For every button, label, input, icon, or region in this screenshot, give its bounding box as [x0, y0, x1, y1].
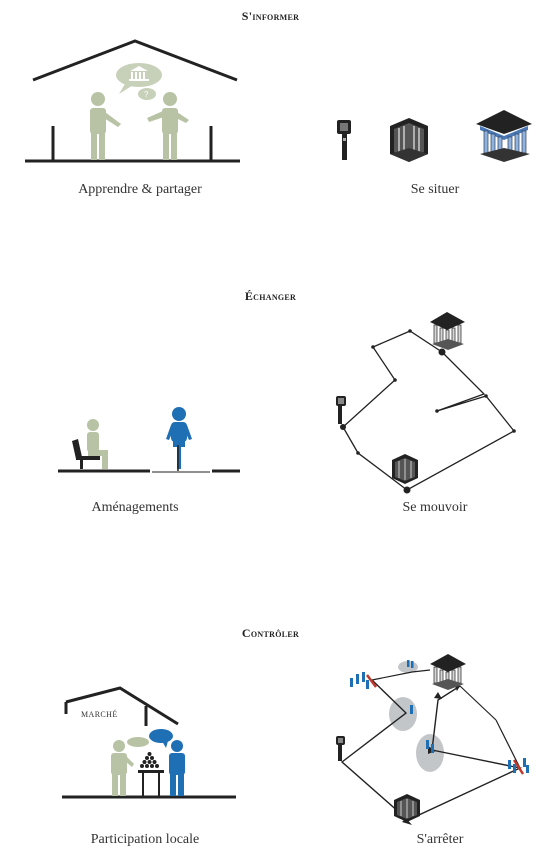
phone-sign-icon [336, 736, 345, 761]
svg-text:?: ? [144, 90, 149, 99]
person-left [90, 92, 121, 160]
seated-person [87, 419, 108, 469]
caption-participation-locale: Participation locale [90, 832, 200, 847]
person-customer [169, 740, 185, 796]
person-vendor [111, 740, 134, 796]
caption-se-situer: Se situer [410, 182, 460, 197]
temple-icon [430, 312, 465, 350]
section-heading-informer: S'informer [241, 9, 300, 23]
temple-icon [476, 110, 532, 162]
produce-stall-icon [138, 752, 164, 796]
section-heading-echanger: Échanger [244, 289, 297, 303]
phone-sign-icon [336, 396, 346, 424]
caption-se-mouvoir: Se mouvoir [402, 500, 468, 515]
market-illustration [62, 686, 236, 799]
bicycle-icon [166, 407, 192, 469]
museum-icon [129, 66, 149, 81]
phone-sign-icon [337, 120, 351, 160]
question-bubble-icon: ? [138, 88, 156, 100]
route-diagram [336, 312, 516, 494]
chair-icon [72, 439, 100, 469]
amenities-illustration [58, 407, 240, 473]
crowd-icon [350, 660, 529, 773]
caption-apprendre-partager: Apprendre & partager [78, 182, 202, 197]
market-sign: MARCHÉ [81, 710, 118, 719]
learn-share-illustration: ? [25, 39, 240, 163]
pavilion-icon [390, 118, 428, 162]
section-heading-controler: Contrôler [241, 626, 300, 640]
pavilion-icon [394, 794, 420, 822]
pavilion-icon [392, 454, 418, 484]
stop-route-diagram [336, 654, 529, 825]
person-right [147, 92, 189, 160]
museum-speech-bubble: ? [116, 63, 162, 100]
grey-speech-bubble [127, 737, 149, 747]
caption-amenagements: Aménagements [91, 500, 179, 515]
message-bubble-icon [149, 729, 173, 748]
caption-s-arreter: S'arrêter [416, 832, 464, 847]
temple-icon [430, 654, 466, 690]
